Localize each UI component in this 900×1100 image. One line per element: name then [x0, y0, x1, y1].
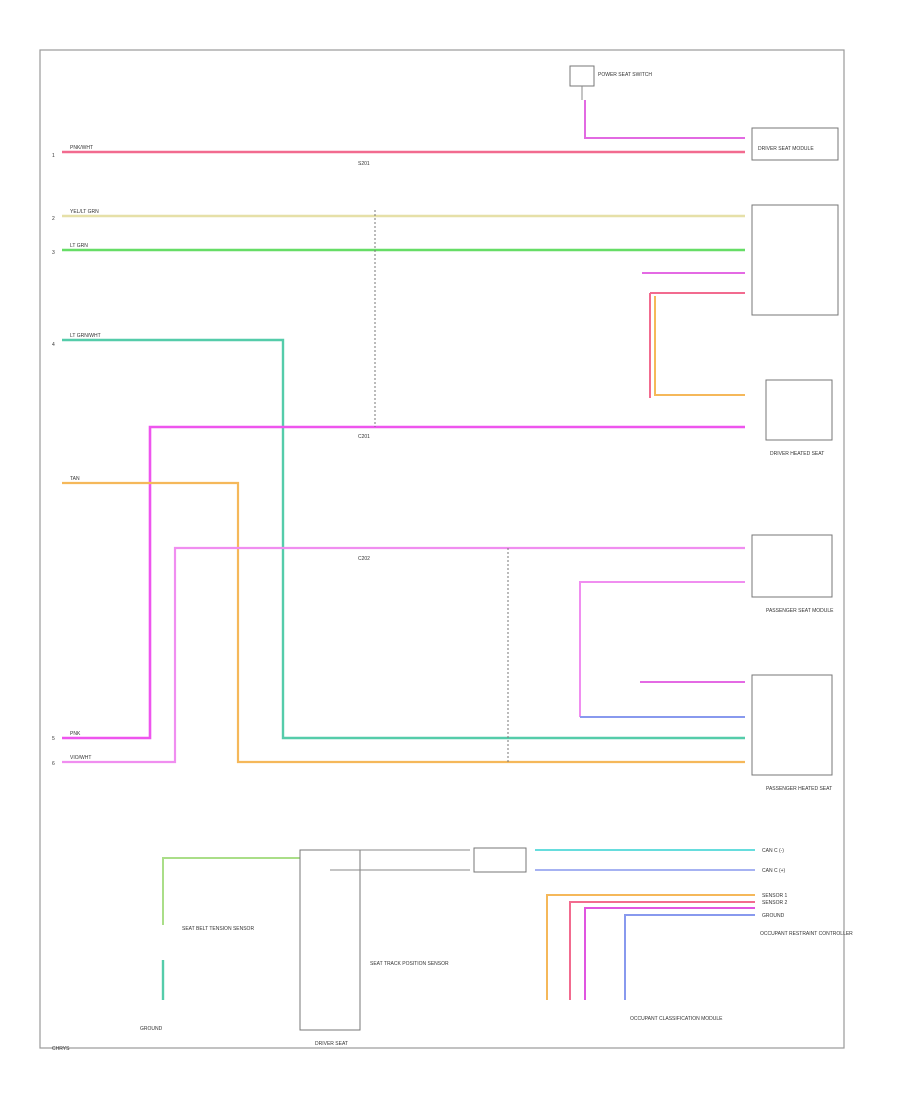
wire-label-yellow-green: YEL/LT GRN: [70, 209, 99, 215]
wire-passenger-branch: [579, 581, 745, 718]
wire-light-green: LT GRN: [62, 243, 745, 252]
driver-heated-seat-label: DRIVER HEATED SEAT: [770, 451, 824, 457]
right-module-1: DRIVER SEAT MODULE: [751, 127, 839, 161]
wire-pink-top: PNK/WHT: [62, 100, 745, 154]
top-component: POWER SEAT SWITCH: [569, 65, 652, 100]
right-pin-1: CAN C (-): [762, 848, 784, 854]
diagram-frame: [39, 49, 845, 1049]
left-pin-3: 3: [52, 250, 55, 256]
right-pin-2: CAN C (+): [762, 868, 786, 874]
top-component-label: POWER SEAT SWITCH: [598, 72, 652, 78]
wire-yellow-green: YEL/LT GRN: [62, 209, 745, 218]
seat-belt-sensor: SEAT BELT TENSION SENSOR GROUND: [140, 857, 306, 1032]
wire-label-light-green: LT GRN: [70, 243, 88, 249]
right-module-2: [751, 204, 839, 316]
wire-magenta-lower: VIO/WHT: [62, 546, 745, 764]
seat-track-sensor: SEAT TRACK POSITION SENSOR DRIVER SEAT: [299, 849, 470, 1047]
wire-label-orange: TAN: [70, 476, 80, 482]
occupant-module-label: OCCUPANT CLASSIFICATION MODULE: [630, 1016, 723, 1022]
left-pin-2: 2: [52, 216, 55, 222]
bottom-connector-label: SEAT TRACK POSITION SENSOR: [370, 961, 449, 967]
left-sensor-label: SEAT BELT TENSION SENSOR: [182, 926, 254, 932]
top-component-box: [569, 65, 595, 87]
passenger-heated-seat: PASSENGER HEATED SEAT: [751, 674, 833, 792]
passenger-seat-module: PASSENGER SEAT MODULE: [751, 534, 834, 614]
connector-b-label: C202: [358, 556, 370, 562]
right-pin-3: SENSOR 1: [762, 893, 788, 899]
passenger-heated-seat-label: PASSENGER HEATED SEAT: [766, 786, 832, 792]
right-pin-5: GROUND: [762, 913, 785, 919]
wire-orange: TAN: [62, 476, 745, 764]
left-pin-numbers: 1 2 3 4 5 6: [52, 153, 55, 767]
ground-label: GROUND: [140, 1026, 163, 1032]
connector-a-label: C201: [358, 434, 370, 440]
left-pin-6: 6: [52, 761, 55, 767]
page-code: CHRYS: [52, 1046, 70, 1052]
splice-label: S201: [358, 161, 370, 167]
wire-label-pink-top: PNK/WHT: [70, 145, 93, 151]
left-pin-5: 5: [52, 736, 55, 742]
wire-teal-green: LT GRN/WHT: [62, 333, 745, 740]
occupant-restraint-area: OCCUPANT RESTRAINT CONTROLLER CAN C (-) …: [473, 847, 853, 1022]
wire-heated-seat-branch: [649, 292, 745, 398]
driver-seat-module-label: DRIVER SEAT MODULE: [758, 146, 814, 152]
driver-heated-seat: DRIVER HEATED SEAT: [765, 379, 833, 457]
right-module-label: OCCUPANT RESTRAINT CONTROLLER: [760, 931, 853, 937]
passenger-seat-module-label: PASSENGER SEAT MODULE: [766, 608, 834, 614]
bottom-caption: DRIVER SEAT: [315, 1041, 348, 1047]
wire-label-magenta-upper: PNK: [70, 731, 81, 737]
left-pin-4: 4: [52, 342, 55, 348]
right-pin-4: SENSOR 2: [762, 900, 788, 906]
wire-label-teal-green: LT GRN/WHT: [70, 333, 101, 339]
wire-magenta-upper: PNK: [62, 425, 745, 740]
left-pin-1: 1: [52, 153, 55, 159]
wire-label-magenta-lower: VIO/WHT: [70, 755, 91, 761]
